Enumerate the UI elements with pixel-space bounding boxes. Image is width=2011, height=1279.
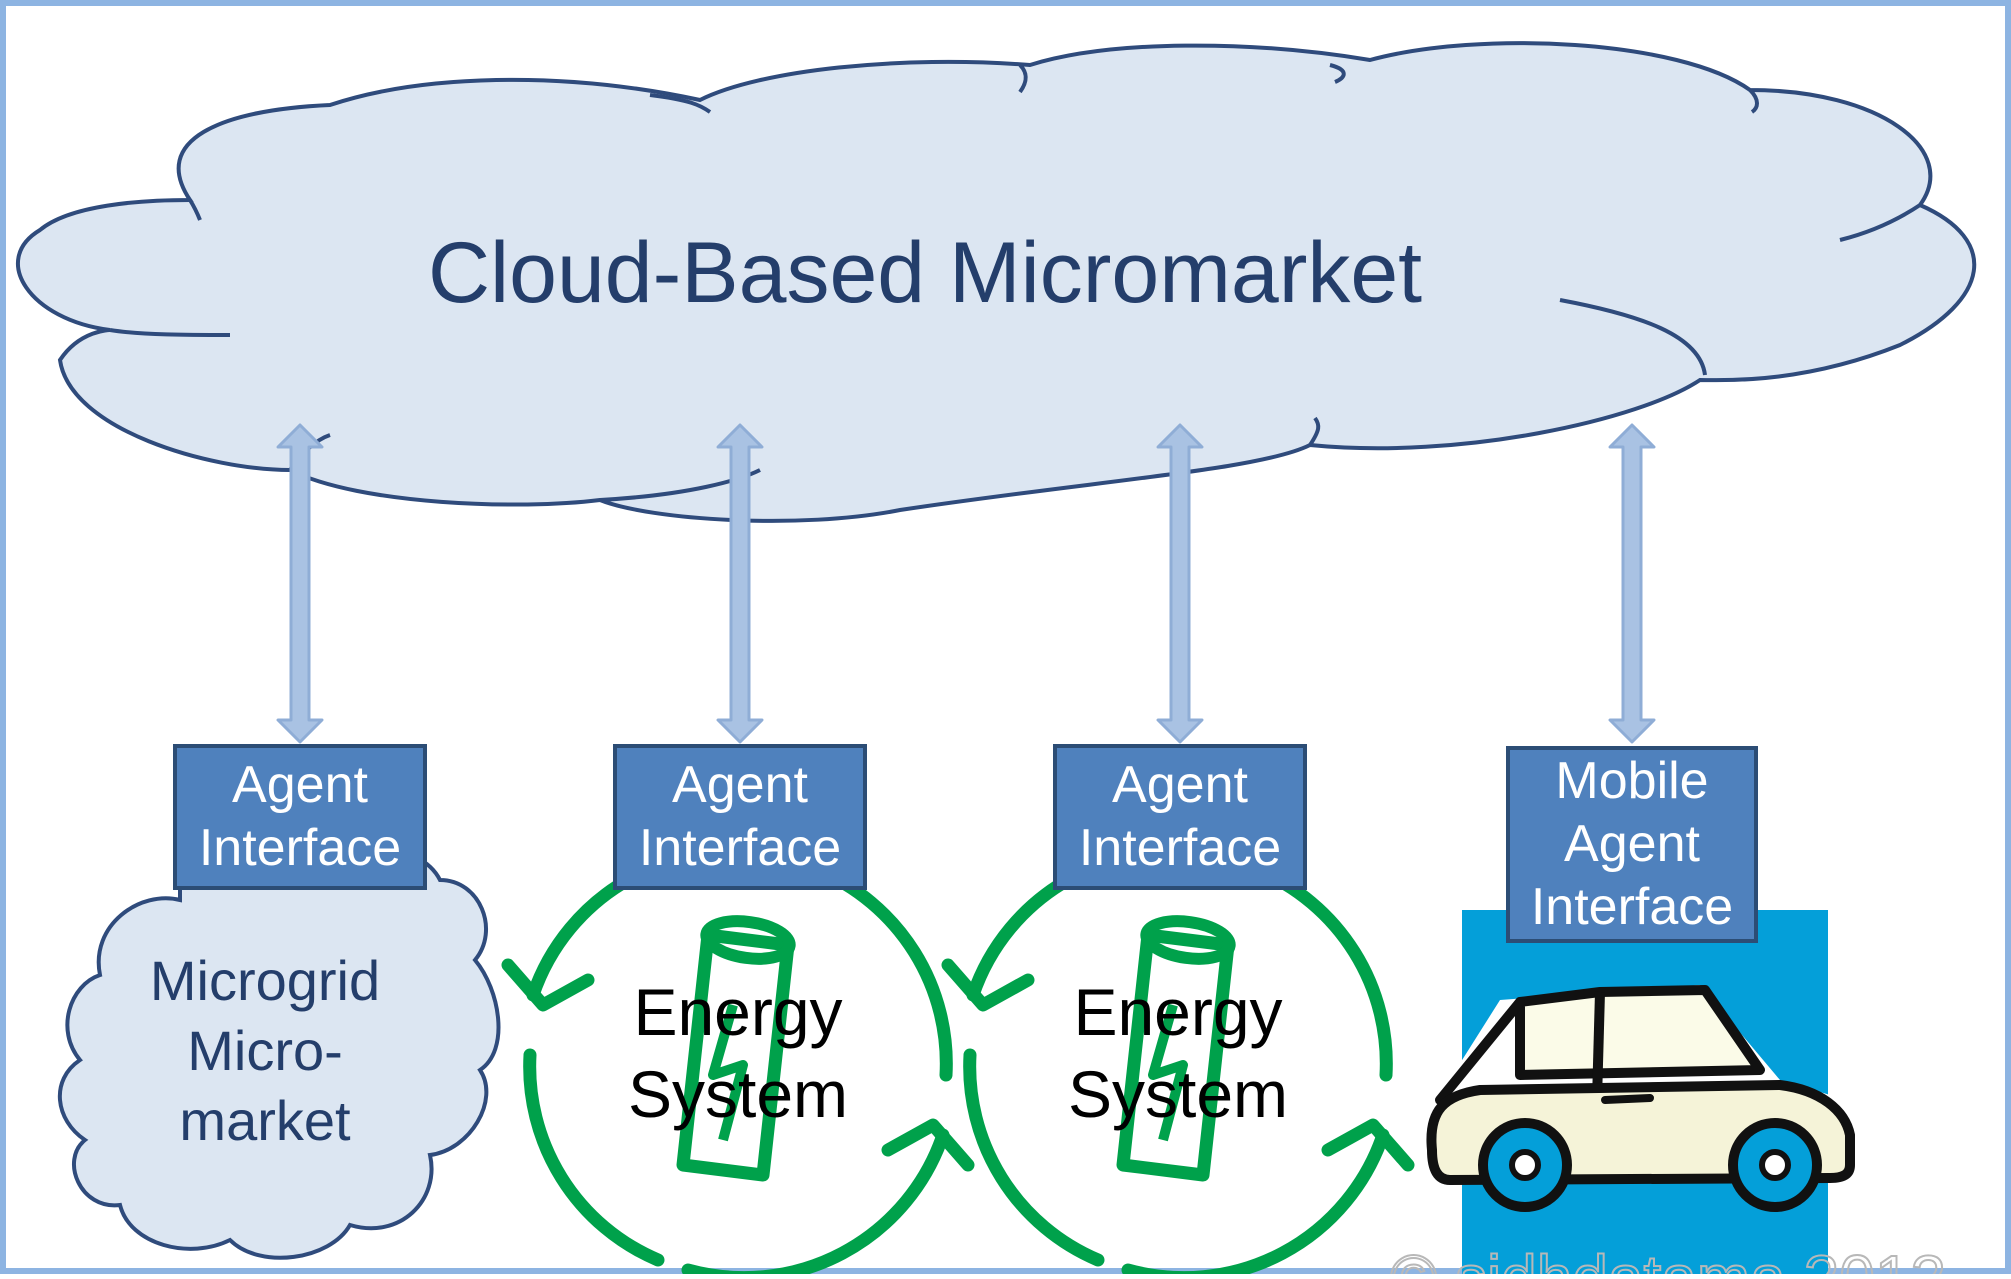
agent-label-3-line-2: Interface	[1079, 819, 1281, 877]
microgrid-label-line-3: market	[179, 1089, 351, 1152]
agent-interfaces: AgentInterfaceAgentInterfaceAgentInterfa…	[173, 744, 1758, 943]
microgrid-label-line-2: Micro-	[187, 1019, 343, 1082]
connector-arrows	[276, 423, 1656, 744]
copyright-text: © sidhdatama 2012	[1390, 1242, 1946, 1274]
double-arrow-icon	[716, 423, 764, 744]
agent-label-4-line-1: Mobile	[1555, 752, 1708, 810]
energy-system-1-label-line-1: Energy	[633, 975, 842, 1049]
energy-system-1-label-line-2: System	[628, 1057, 848, 1131]
agent-label-2-line-2: Interface	[639, 819, 841, 877]
double-arrow-icon	[1156, 423, 1204, 744]
cloud-title: Cloud-Based Micromarket	[428, 225, 1422, 321]
car-icon	[1426, 910, 1855, 1274]
microgrid-label-line-1: Microgrid	[150, 949, 380, 1012]
energy-system-2-label-line-1: Energy	[1073, 975, 1282, 1049]
agent-label-1-line-1: Agent	[232, 756, 368, 814]
agent-label-1-line-2: Interface	[199, 819, 401, 877]
energy-system-2-label-line-2: System	[1068, 1057, 1288, 1131]
agent-label-4-line-2: Agent	[1564, 815, 1700, 873]
microgrid-cloud-shape	[57, 846, 501, 1260]
agent-label-2-line-1: Agent	[672, 756, 808, 814]
agent-label-3-line-1: Agent	[1112, 756, 1248, 814]
double-arrow-icon	[276, 423, 324, 744]
agent-label-4-line-3: Interface	[1531, 878, 1733, 936]
double-arrow-icon	[1608, 423, 1656, 744]
